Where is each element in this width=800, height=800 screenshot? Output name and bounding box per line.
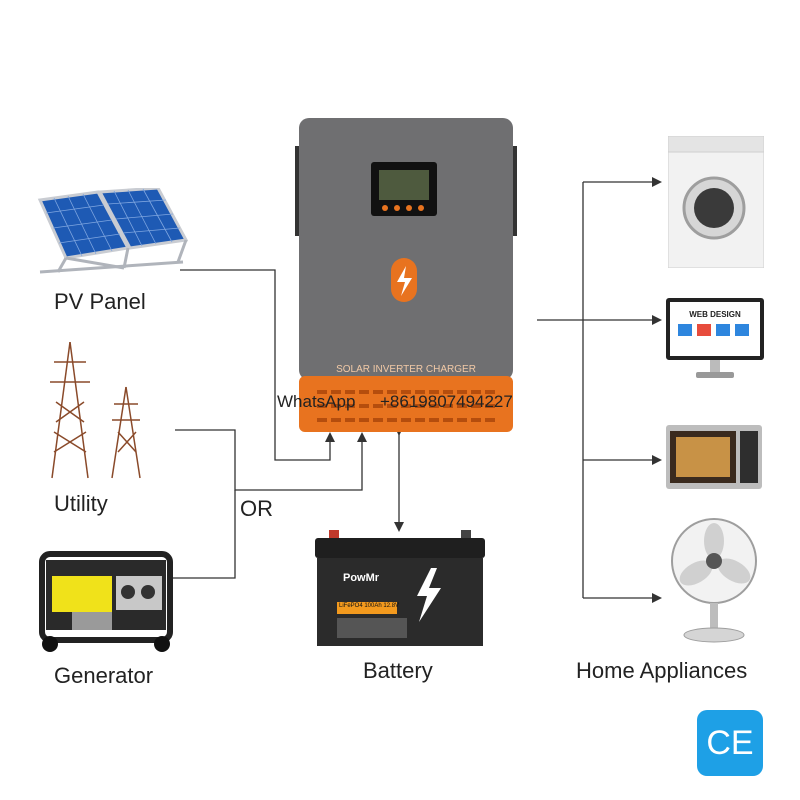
solar-panel-image [37,188,188,274]
or-label: OR [240,496,273,521]
watermark-phone: +8619807494227 [380,392,513,411]
battery-brand: PowMr [343,572,380,584]
battery-label: Battery [363,658,433,683]
generator-label: Generator [54,663,154,688]
home-appliances-label: Home Appliances [576,658,748,683]
utility-label: Utility [54,491,108,516]
inverter-unit: SOLAR INVERTER CHARGER [295,118,517,432]
ce-badge: CE [697,710,763,776]
microwave-icon [666,425,762,489]
generator-image [39,551,173,652]
fan-icon [671,518,757,643]
utility-line [175,429,367,491]
battery-spec: LiFePO4 100Ah 12.8V [339,603,400,609]
inverter-panel-text: SOLAR INVERTER CHARGER [336,364,476,375]
generator-line [170,490,236,579]
washing-machine-icon [668,136,764,268]
watermark-whatsapp: WhatsApp [277,392,356,411]
utility-tower-image [50,342,141,479]
pv-panel-label: PV Panel [54,289,146,314]
monitor-icon [666,298,764,378]
pv-line [180,269,335,461]
monitor-heading: WEB DESIGN [689,310,741,319]
battery-unit: PowMr LiFePO4 100Ah 12.8V [315,530,485,648]
